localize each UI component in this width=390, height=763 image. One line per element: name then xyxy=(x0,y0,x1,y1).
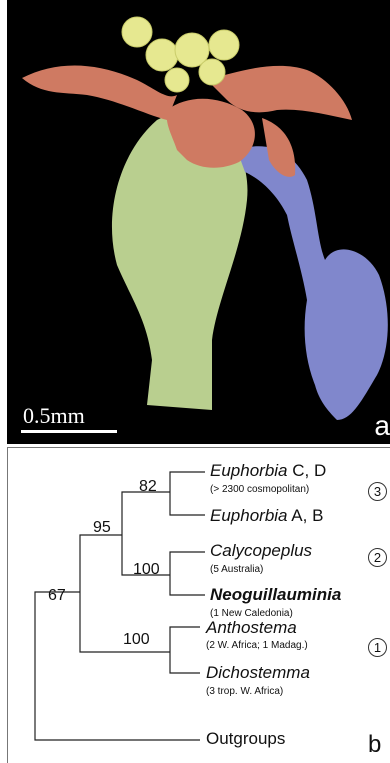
bract-left xyxy=(22,65,177,120)
support-value: 100 xyxy=(133,561,160,579)
scale-bar-label: 0.5mm xyxy=(23,403,85,429)
stalk-shape xyxy=(237,146,388,420)
panel-letter-a: a xyxy=(374,410,390,442)
taxon-label: Anthostema xyxy=(206,618,297,638)
taxon-label: Euphorbia A, B xyxy=(210,506,323,526)
support-value: 100 xyxy=(123,631,150,649)
support-value: 82 xyxy=(139,478,157,496)
support-value: 67 xyxy=(48,587,66,605)
clade-number: 2 xyxy=(368,548,387,567)
taxon-note: (2 W. Africa; 1 Madag.) xyxy=(206,640,308,651)
taxon-label: Euphorbia C, D xyxy=(210,461,326,481)
branch-euphorbia-clade xyxy=(170,472,205,515)
scale-bar xyxy=(21,430,117,433)
clade-number: 1 xyxy=(368,638,387,657)
taxon-note: (5 Australia) xyxy=(210,564,263,575)
taxon-note: (> 2300 cosmopolitan) xyxy=(210,484,309,495)
branch-caly-neo-clade xyxy=(170,552,205,595)
support-value: 95 xyxy=(93,519,111,537)
taxon-note: (3 trop. W. Africa) xyxy=(206,686,283,697)
sem-photo-panel: 0.5mm a xyxy=(7,0,390,444)
cyathium-illustration xyxy=(7,0,390,444)
branch-antho-dicho-clade xyxy=(170,627,200,673)
taxon-label: Dichostemma xyxy=(206,663,310,683)
panel-letter-b: b xyxy=(368,731,381,759)
taxon-label: Neoguillauminia xyxy=(210,585,341,605)
taxon-label: Outgroups xyxy=(206,729,285,749)
taxon-label: Calycopeplus xyxy=(210,541,312,561)
clade-number: 3 xyxy=(368,482,387,501)
branch-root xyxy=(35,592,200,740)
stamens xyxy=(122,17,239,92)
